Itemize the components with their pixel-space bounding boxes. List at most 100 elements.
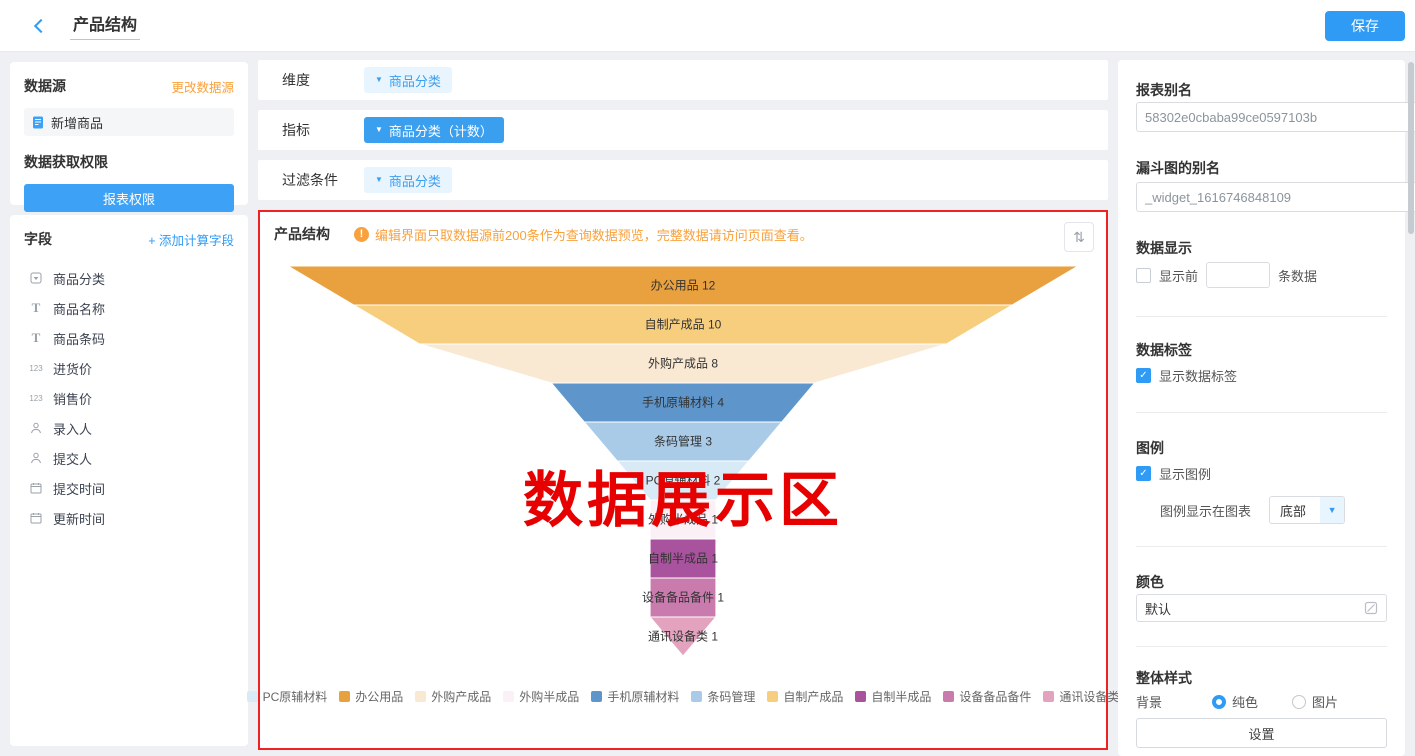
legend-item-办公用品[interactable]: 办公用品 <box>339 688 403 705</box>
legend-item-自制半成品[interactable]: 自制半成品 <box>855 688 931 705</box>
radio-unselected-icon <box>1292 694 1307 709</box>
legend-item-外购半成品[interactable]: 外购半成品 <box>503 688 579 705</box>
chevron-left-icon <box>33 18 49 33</box>
number-field-icon: 123 <box>29 393 43 403</box>
warning-banner: ! 编辑界面只取数据源前200条作为查询数据预览，完整数据请访问页面查看。 <box>354 225 813 244</box>
funnel-segment-通讯设备类[interactable] <box>649 616 717 657</box>
widget-alias-input[interactable] <box>1136 182 1415 212</box>
select-field-icon <box>28 272 44 284</box>
color-picker-icon <box>1364 601 1378 615</box>
show-first-row: ✓ 显示前 条数据 <box>1136 262 1387 288</box>
legend-label: 自制产成品 <box>783 690 844 704</box>
field-item-提交时间[interactable]: 提交时间 <box>24 473 234 503</box>
funnel-label: 自制产成品 10 <box>645 318 722 332</box>
legend-swatch <box>503 691 515 702</box>
bg-solid-label: 纯色 <box>1232 695 1259 710</box>
field-item-录入人[interactable]: 录入人 <box>24 413 234 443</box>
caret-down-icon: ▼ <box>375 125 383 134</box>
report-alias-input[interactable] <box>1136 102 1415 132</box>
field-label: 提交人 <box>53 451 93 467</box>
divider <box>1136 546 1387 547</box>
bg-image-radio[interactable]: 图片 <box>1292 692 1338 711</box>
funnel-label: 设备备品备件 1 <box>642 591 724 605</box>
filter-row: 过滤条件 ▼商品分类 <box>258 160 1108 200</box>
number-field-icon: 123 <box>29 363 43 373</box>
field-label: 录入人 <box>53 421 93 437</box>
warning-text: 编辑界面只取数据源前200条作为查询数据预览，完整数据请访问页面查看。 <box>375 227 813 243</box>
field-tag-商品分类[interactable]: ▼ 商品分类 <box>364 167 452 193</box>
show-data-label-text: 显示数据标签 <box>1159 369 1238 384</box>
legend-position-select[interactable]: 底部 ▼ <box>1269 496 1346 524</box>
funnel-label: 通讯设备类 1 <box>648 630 718 644</box>
field-tag-商品分类[interactable]: ▼商品分类 <box>364 67 452 93</box>
add-calc-field-link[interactable]: + 添加计算字段 <box>148 233 234 248</box>
back-button[interactable] <box>26 13 52 39</box>
show-legend-text: 显示图例 <box>1159 467 1212 482</box>
field-label: 提交时间 <box>53 481 106 497</box>
page-title[interactable]: 产品结构 <box>70 11 141 40</box>
field-tag-商品分类（计数）[interactable]: ▼ 商品分类（计数） <box>364 117 504 143</box>
field-item-商品分类[interactable]: 商品分类 <box>24 263 234 293</box>
field-item-销售价[interactable]: 123 销售价 <box>24 383 234 413</box>
scrollbar[interactable] <box>1408 62 1414 234</box>
text-field-icon: T <box>31 330 41 345</box>
chart-panel: 产品结构 ! 编辑界面只取数据源前200条作为查询数据预览，完整数据请访问页面查… <box>246 210 1119 750</box>
form-icon <box>32 116 44 129</box>
legend-item-外购产成品[interactable]: 外购产成品 <box>415 688 491 705</box>
legend-item-手机原辅材料[interactable]: 手机原辅材料 <box>591 688 679 705</box>
metric-row: 指标 ▼商品分类（计数） <box>258 110 1108 150</box>
person-field-icon <box>28 452 44 464</box>
tag-label: 商品分类 <box>388 173 441 189</box>
show-legend-row: ✓ 显示图例 <box>1136 464 1387 483</box>
funnel-label: 外购半成品 1 <box>648 512 718 527</box>
datasource-name: 新增商品 <box>51 115 104 131</box>
change-datasource-link[interactable]: 更改数据源 <box>171 80 234 95</box>
bg-image-label: 图片 <box>1312 695 1339 710</box>
legend-swatch <box>339 691 351 702</box>
show-first-checkbox[interactable]: ✓ <box>1136 267 1151 283</box>
legend-swatch <box>415 691 427 702</box>
field-item-提交人[interactable]: 提交人 <box>24 443 234 473</box>
funnel-label: 手机原辅材料 4 <box>642 396 724 410</box>
show-legend-checkbox[interactable]: ✓ <box>1136 466 1151 481</box>
legend-item-设备备品备件[interactable]: 设备备品备件 <box>943 688 1031 705</box>
show-data-label-checkbox[interactable]: ✓ <box>1136 368 1151 383</box>
legend-item-自制产成品[interactable]: 自制产成品 <box>767 688 843 705</box>
caret-down-icon: ▼ <box>375 175 383 184</box>
legend-label: 手机原辅材料 <box>607 690 680 704</box>
color-select[interactable]: 默认 <box>1136 594 1387 622</box>
legend-item-PC原辅材料[interactable]: PC原辅材料 <box>246 688 327 705</box>
field-label: 商品分类 <box>53 271 106 287</box>
legend-item-条码管理[interactable]: 条码管理 <box>691 688 755 705</box>
legend-swatch <box>691 691 703 702</box>
dimension-tags: ▼商品分类 <box>364 67 452 93</box>
legend-label: 办公用品 <box>355 690 404 704</box>
metric-tags: ▼ 商品分类（计数） <box>364 117 504 143</box>
field-label: 销售价 <box>53 391 93 407</box>
chart-legend: PC原辅材料 办公用品外购产成品外购半成品 手机原辅材料 条码管理 自制产成品自制半成品… <box>246 688 1119 705</box>
calendar-field-icon <box>28 512 44 524</box>
legend-item-通讯设备类[interactable]: 通讯设备类 <box>1043 688 1119 705</box>
bg-solid-radio[interactable]: 纯色 <box>1212 692 1258 711</box>
calendar-field-icon <box>28 482 44 494</box>
filter-tags: ▼ 商品分类 <box>364 167 452 193</box>
tag-label: 商品分类（计数） <box>388 123 493 139</box>
funnel-label: 自制半成品 1 <box>648 552 718 566</box>
show-first-count-input[interactable] <box>1206 262 1271 288</box>
field-item-更新时间[interactable]: 更新时间 <box>24 503 234 533</box>
sort-icon: ⇅ <box>1073 228 1085 245</box>
chevron-down-icon: ▼ <box>1320 497 1345 523</box>
legend-label: 条码管理 <box>707 690 756 704</box>
sort-button[interactable]: ⇅ <box>1064 222 1094 252</box>
dimension-label: 维度 <box>282 72 310 88</box>
datasource-item[interactable]: 新增商品 <box>24 108 234 136</box>
settings-button[interactable]: 设置 <box>1136 718 1387 748</box>
save-button[interactable]: 保存 <box>1325 10 1405 41</box>
color-value: 默认 <box>1145 601 1172 617</box>
report-permission-button[interactable]: 报表权限 <box>24 184 234 212</box>
